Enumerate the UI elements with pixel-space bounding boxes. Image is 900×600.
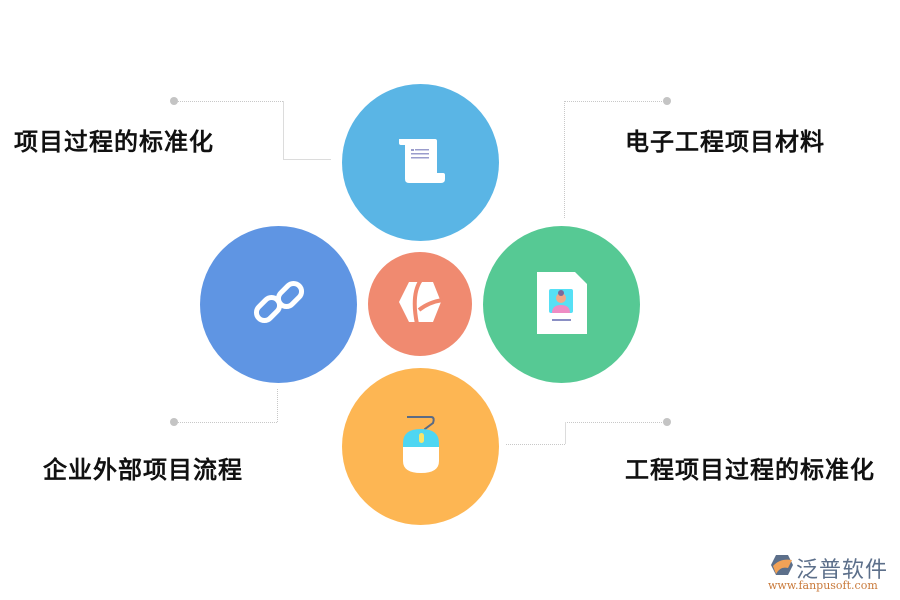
connector-line	[564, 101, 565, 218]
watermark-logo: 泛普软件 www.fanpusoft.com	[768, 552, 893, 594]
connector-line	[283, 101, 284, 160]
connector-line	[565, 422, 566, 444]
node-top-circle	[342, 84, 499, 241]
connector-line	[178, 101, 283, 102]
node-bottom-circle	[342, 368, 499, 525]
hexagon-leaf-icon	[397, 278, 444, 328]
watermark-brand: 泛普软件	[796, 558, 889, 583]
label-top-left: 项目过程的标准化	[14, 128, 214, 156]
profile-document-icon	[536, 271, 587, 338]
connector-line	[277, 389, 278, 422]
node-left-circle	[200, 226, 357, 383]
connector-line	[283, 159, 331, 160]
connector-line	[565, 422, 664, 423]
connector-dot-bottom-left	[170, 418, 178, 426]
label-bottom-right: 工程项目过程的标准化	[625, 456, 875, 484]
connector-dot-top-right	[663, 97, 671, 105]
connector-line	[178, 422, 277, 423]
watermark-url: www.fanpusoft.com	[768, 579, 878, 592]
label-bottom-left: 企业外部项目流程	[43, 456, 243, 484]
label-top-right: 电子工程项目材料	[625, 128, 825, 156]
connector-dot-bottom-right	[663, 418, 671, 426]
chain-link-icon	[249, 273, 309, 337]
computer-mouse-icon	[401, 415, 441, 479]
connector-line	[506, 444, 565, 445]
connector-line	[564, 101, 664, 102]
node-right-circle	[483, 226, 640, 383]
connector-dot-top-left	[170, 97, 178, 105]
center-circle	[368, 252, 472, 356]
brand-logo-icon	[770, 554, 794, 580]
scroll-document-icon	[395, 137, 447, 189]
